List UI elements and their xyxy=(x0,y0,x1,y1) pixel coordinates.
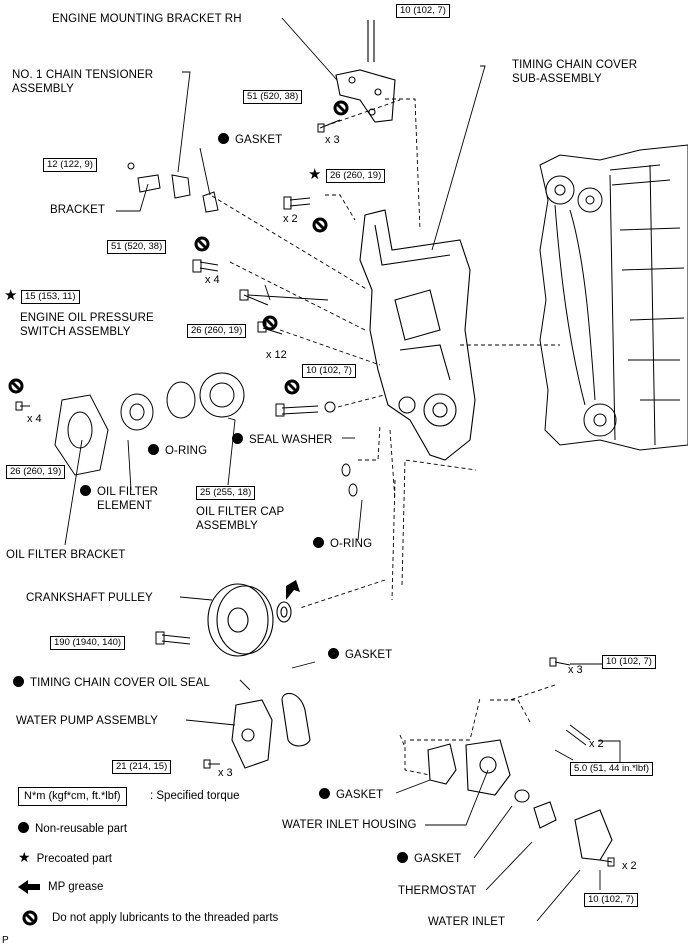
torque-cover-star: 26 (260, 19) xyxy=(326,169,386,183)
qty-mount: x 3 xyxy=(325,134,340,146)
non-reusable-marker xyxy=(218,133,229,144)
qty-51: x 4 xyxy=(205,274,220,286)
qty-inlet-bottom: x 2 xyxy=(622,860,637,872)
label-oil-filter-element-line2: ELEMENT xyxy=(97,500,153,512)
torque-51-x4: 51 (520, 38) xyxy=(107,240,167,254)
qty-cover-star: x 2 xyxy=(283,213,298,225)
label-oil-filter-cap-line1: OIL FILTER CAP xyxy=(196,506,285,518)
label-o-ring-left: O-RING xyxy=(148,444,207,458)
label-timing-chain-cover-line1: TIMING CHAIN COVER xyxy=(512,59,638,71)
label-oil-filter-cap-line2: ASSEMBLY xyxy=(196,520,258,532)
non-reusable-marker xyxy=(148,444,159,455)
label-water-inlet-housing: WATER INLET HOUSING xyxy=(282,819,417,831)
non-reusable-marker xyxy=(80,485,91,496)
non-reusable-marker xyxy=(328,648,339,659)
qty-bracket: x 4 xyxy=(27,413,42,425)
torque-stud: 5.0 (51, 44 in.*lbf) xyxy=(570,762,653,776)
torque-inlet-top: 10 (102, 7) xyxy=(602,655,656,669)
qty-inlet-top: x 3 xyxy=(568,664,583,676)
torque-26-x12: 26 (260, 19) xyxy=(187,324,247,338)
timing-chain-cover xyxy=(359,209,476,461)
label-oil-pressure-switch-line2: SWITCH ASSEMBLY xyxy=(20,326,131,338)
qty-26: x 12 xyxy=(266,349,287,361)
non-reusable-marker xyxy=(319,788,330,799)
legend-torque-desc: : Specified torque xyxy=(150,790,240,802)
water-pump xyxy=(231,692,311,769)
label-gasket-top: GASKET xyxy=(218,133,282,147)
bolts xyxy=(15,119,615,867)
label-thermostat: THERMOSTAT xyxy=(398,885,477,897)
engine-mounting-bracket xyxy=(335,20,396,123)
label-chain-tensioner-line2: ASSEMBLY xyxy=(12,83,74,95)
torque-mount-bolts: 51 (520, 38) xyxy=(243,90,303,104)
grease-arrow xyxy=(286,580,300,600)
torque-mount-top: 10 (102, 7) xyxy=(396,4,450,18)
label-oil-pressure-switch-line1: ENGINE OIL PRESSURE xyxy=(20,312,154,324)
label-oil-filter-bracket: OIL FILTER BRACKET xyxy=(6,549,126,561)
chain-tensioner-parts xyxy=(127,162,219,213)
label-gasket-thermostat: GASKET xyxy=(397,852,461,866)
label-chain-tensioner-line1: NO. 1 CHAIN TENSIONER xyxy=(12,69,154,81)
non-reusable-marker xyxy=(232,433,243,444)
label-timing-chain-cover-oil-seal: TIMING CHAIN COVER OIL SEAL xyxy=(13,676,210,690)
label-o-ring-right: O-RING xyxy=(313,537,372,551)
label-gasket-pump: GASKET xyxy=(328,648,392,662)
torque-10-washer: 10 (102, 7) xyxy=(302,364,356,378)
no-lubricant-symbols xyxy=(8,100,349,926)
legend-mp-grease: MP grease xyxy=(48,881,104,893)
label-oil-filter-element: OIL FILTER xyxy=(80,485,158,499)
torque-pulley: 190 (1940, 140) xyxy=(50,636,126,650)
legend-torque-unit: N*m (kgf*cm, ft.*lbf) xyxy=(18,787,127,806)
water-inlet-parts xyxy=(427,739,613,861)
legend-precoated: ★Precoated part xyxy=(18,849,112,865)
label-seal-washer: SEAL WASHER xyxy=(232,433,332,447)
precoated-marker-oil-switch: ★ xyxy=(4,287,18,304)
torque-water-pump: 21 (214, 15) xyxy=(112,760,172,774)
mp-grease-legend-arrow xyxy=(18,880,40,894)
crankshaft-pulley xyxy=(207,583,292,657)
non-reusable-marker xyxy=(13,676,24,687)
non-reusable-icon xyxy=(18,822,29,833)
torque-oil-switch: 15 (153, 11) xyxy=(21,290,80,304)
label-water-pump: WATER PUMP ASSEMBLY xyxy=(16,715,159,727)
non-reusable-marker xyxy=(397,852,408,863)
qty-pump: x 3 xyxy=(218,767,233,779)
legend-non-reusable: Non-reusable part xyxy=(18,822,127,836)
label-crankshaft-pulley: CRANKSHAFT PULLEY xyxy=(26,592,153,604)
label-bracket: BRACKET xyxy=(50,204,106,216)
label-engine-mounting-bracket: ENGINE MOUNTING BRACKET RH xyxy=(52,13,242,25)
page-marker: P xyxy=(2,935,9,946)
torque-filter-bracket: 26 (260, 19) xyxy=(6,465,66,479)
qty-stud: x 2 xyxy=(589,738,604,750)
oil-filter-parts xyxy=(54,372,245,476)
engine-block-sketch xyxy=(539,144,688,451)
legend-no-lubricant: Do not apply lubricants to the threaded … xyxy=(52,912,279,924)
label-water-inlet: WATER INLET xyxy=(428,916,506,928)
torque-tensioner: 12 (122, 9) xyxy=(43,158,97,172)
precoated-marker-cover: ★ xyxy=(308,166,322,183)
torque-inlet-bottom: 10 (102, 7) xyxy=(584,893,638,907)
torque-filter-cap: 25 (255, 18) xyxy=(196,486,256,500)
label-gasket-inlet: GASKET xyxy=(319,788,383,802)
star-icon: ★ xyxy=(18,849,31,865)
non-reusable-marker xyxy=(313,537,324,548)
label-timing-chain-cover-line2: SUB-ASSEMBLY xyxy=(512,73,602,85)
